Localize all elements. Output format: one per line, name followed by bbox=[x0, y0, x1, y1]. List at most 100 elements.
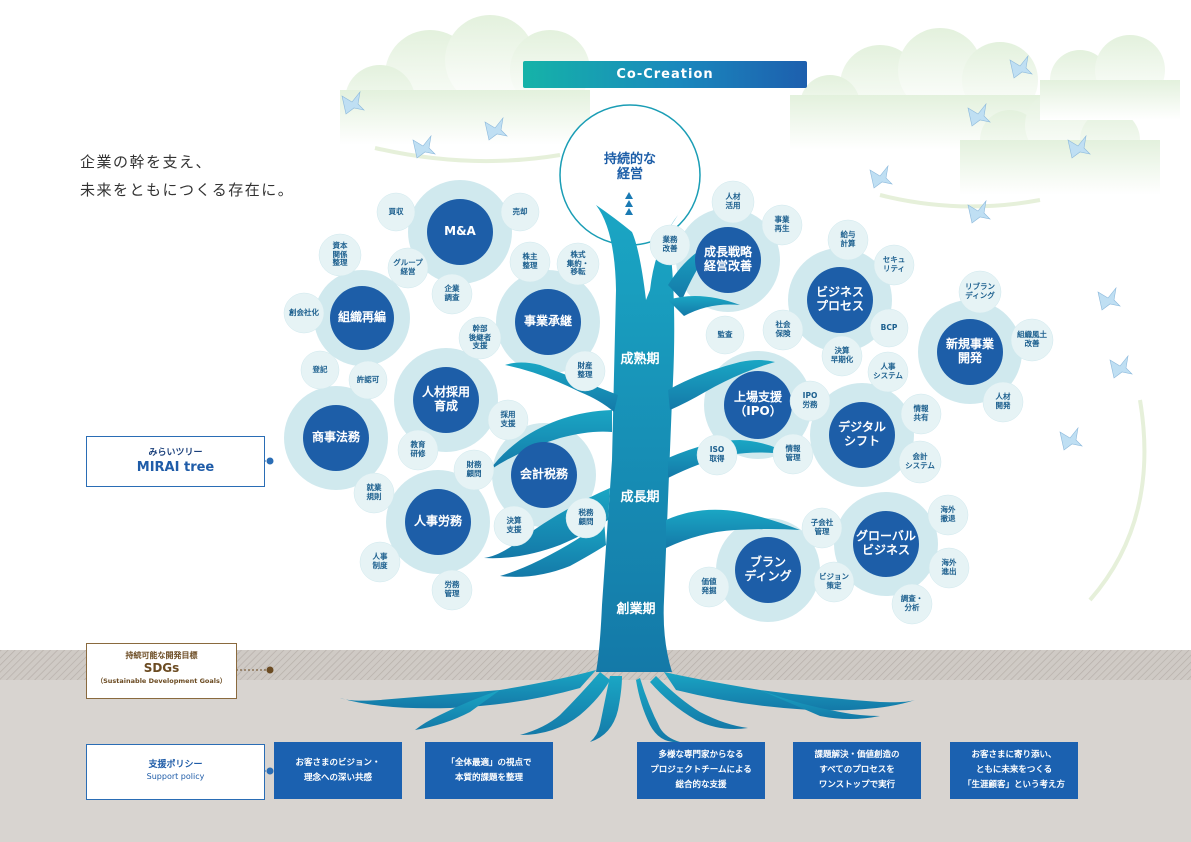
sub-group-management: グループ 経営 bbox=[393, 258, 423, 276]
mirai-tree-title: MIRAI tree bbox=[136, 460, 215, 475]
cluster-main-global: グローバル ビジネス bbox=[856, 529, 916, 557]
cluster-main-branding: ブラン ディング bbox=[744, 555, 792, 583]
cluster-main-ipo: 上場支援 （IPO） bbox=[733, 390, 782, 418]
sub-acquisition: 買収 bbox=[388, 206, 404, 216]
cluster-main-accounting-tax: 会計税務 bbox=[519, 467, 568, 482]
support-policy-small-label: 支援ポリシー bbox=[148, 760, 203, 770]
cluster-main-succession: 事業承継 bbox=[523, 314, 572, 329]
cluster-main-commercial-law: 商事法務 bbox=[311, 430, 360, 445]
sub-registration: 登記 bbox=[312, 364, 328, 374]
sub-info-sharing: 情報 共有 bbox=[913, 404, 929, 422]
sub-shareholder-arrangement: 株主 整理 bbox=[522, 252, 538, 270]
bird-icon bbox=[484, 116, 508, 141]
bird-icon bbox=[1009, 54, 1033, 79]
sdgs-subtitle: （Sustainable Development Goals） bbox=[96, 677, 227, 685]
sub-talent-development: 人材 開発 bbox=[995, 392, 1011, 410]
policy-box-1: お客さまのビジョン・ 理念への深い共感 bbox=[274, 742, 402, 799]
sub-rebranding: リブラン ディング bbox=[965, 282, 995, 300]
sub-licensing: 許認可 bbox=[356, 374, 380, 384]
sub-labor-management: 労務 管理 bbox=[444, 580, 460, 598]
cluster-main-ma: M&A bbox=[444, 224, 476, 239]
sub-operation-improvement: 業務 改善 bbox=[662, 235, 678, 253]
tagline-line-1: 企業の幹を支え、 bbox=[80, 153, 213, 171]
cluster-main-digital-shift: デジタル シフト bbox=[838, 420, 886, 448]
main-circles bbox=[303, 199, 1003, 603]
sub-subsidiary-management: 子会社 管理 bbox=[810, 518, 834, 536]
sub-value-discovery: 価値 発掘 bbox=[701, 577, 717, 595]
sub-tax-advisor: 税務 顧問 bbox=[578, 508, 594, 526]
sub-early-closing: 決算 早期化 bbox=[830, 346, 854, 364]
up-arrows-icon bbox=[625, 192, 633, 215]
sub-talent-utilization: 人材 活用 bbox=[725, 192, 741, 210]
policy-box-4: 課題解決・価値創造の すべてのプロセスを ワンストップで実行 bbox=[793, 742, 921, 799]
sub-capital-relations: 資本 関係 整理 bbox=[332, 241, 348, 268]
support-policy-title: Support policy bbox=[146, 772, 205, 781]
co-creation-banner: Co-Creation bbox=[523, 61, 807, 88]
stage-startup: 創業期 bbox=[616, 601, 656, 617]
sub-payroll: 給与 計算 bbox=[840, 230, 856, 248]
swoosh-line bbox=[1088, 399, 1147, 602]
cluster-main-hr-hiring: 人材採用 育成 bbox=[421, 385, 470, 413]
bird-icon bbox=[967, 102, 991, 127]
stage-growth: 成長期 bbox=[620, 489, 660, 505]
sdgs-title: SDGs bbox=[143, 661, 180, 675]
leader-dot bbox=[266, 457, 274, 465]
leader-dot bbox=[266, 767, 274, 775]
sub-overseas-withdrawal: 海外 撤退 bbox=[940, 505, 956, 523]
leader-dot bbox=[266, 666, 274, 674]
sub-research-analysis: 調査・ 分析 bbox=[900, 594, 924, 612]
sub-financial-advisor: 財務 顧問 bbox=[466, 460, 482, 478]
policy-box-2: 「全体最適」の視点で 本質的課題を整理 bbox=[425, 742, 553, 799]
cloud-right-upper bbox=[790, 28, 1060, 150]
sdgs-small-label: 持続可能な開発目標 bbox=[125, 651, 198, 660]
sub-iso: ISO 取得 bbox=[709, 445, 725, 463]
sub-info-management: 情報 管理 bbox=[785, 444, 801, 462]
sub-corporate-research: 企業 調査 bbox=[444, 284, 460, 302]
cloud-left bbox=[340, 15, 590, 145]
policy-box-3: 多様な専門家からなる プロジェクトチームによる 総合的な支援 bbox=[637, 742, 765, 799]
sub-hr-system: 人事 制度 bbox=[372, 552, 388, 570]
sub-training: 教育 研修 bbox=[410, 440, 426, 458]
swoosh-line bbox=[879, 193, 1041, 209]
swoosh-line bbox=[374, 146, 561, 164]
sub-overseas-entry: 海外 進出 bbox=[941, 558, 957, 576]
mirai-tree-label-box: みらいツリー MIRAI tree bbox=[86, 436, 265, 487]
sub-share-transfer: 株式 集約・ 移転 bbox=[566, 250, 590, 277]
sdgs-label-box: 持続可能な開発目標 SDGs （Sustainable Development … bbox=[86, 643, 237, 699]
bird-icon bbox=[1059, 426, 1083, 451]
sub-work-rules: 就業 規則 bbox=[366, 483, 382, 501]
bird-icons bbox=[341, 54, 1133, 451]
tagline-line-2: 未来をともにつくる存在に。 bbox=[80, 181, 295, 199]
cluster-main-new-business: 新規事業 開発 bbox=[945, 337, 994, 365]
sub-audit: 監査 bbox=[717, 329, 733, 339]
sub-org-culture: 組織風土 改善 bbox=[1017, 330, 1047, 348]
mirai-tree-small-label: みらいツリー bbox=[148, 448, 203, 458]
bird-icon bbox=[967, 199, 991, 224]
cluster-halos bbox=[284, 180, 1022, 622]
sub-recruit-support: 採用 支援 bbox=[500, 410, 516, 428]
sub-hr-software: 人事 システム bbox=[873, 362, 903, 380]
cluster-main-growth-strategy: 成長戦略 経営改善 bbox=[703, 245, 752, 273]
policy-box-5: お客さまに寄り添い、 ともに未来をつくる 「生涯顧客」という考え方 bbox=[950, 742, 1078, 799]
sub-accounting-system: 会計 システム bbox=[905, 452, 935, 470]
cluster-main-labor: 人事労務 bbox=[413, 514, 462, 529]
bird-icon bbox=[1097, 286, 1121, 311]
tagline: 企業の幹を支え、 未来をともにつくる存在に。 bbox=[80, 148, 340, 204]
sub-security: セキュ リティ bbox=[882, 255, 906, 273]
sub-vision-planning: ビジョン 策定 bbox=[819, 572, 849, 590]
sub-circles bbox=[283, 180, 1054, 625]
sub-ipo-labor: IPO 労務 bbox=[802, 391, 818, 409]
sub-sale: 売却 bbox=[512, 206, 528, 216]
bird-icon bbox=[341, 90, 365, 115]
sub-bcp: BCP bbox=[880, 322, 898, 332]
sub-successor-support: 幹部 後継者 支援 bbox=[468, 324, 492, 351]
sub-social-insurance: 社会 保険 bbox=[775, 320, 791, 338]
bird-icon bbox=[1109, 354, 1133, 379]
co-creation-label: Co-Creation bbox=[616, 67, 714, 82]
stage-mature: 成熟期 bbox=[620, 351, 660, 367]
sub-business-revival: 事業 再生 bbox=[774, 215, 790, 233]
sub-asset-arrangement: 財産 整理 bbox=[577, 361, 593, 379]
bird-icon bbox=[412, 134, 436, 159]
